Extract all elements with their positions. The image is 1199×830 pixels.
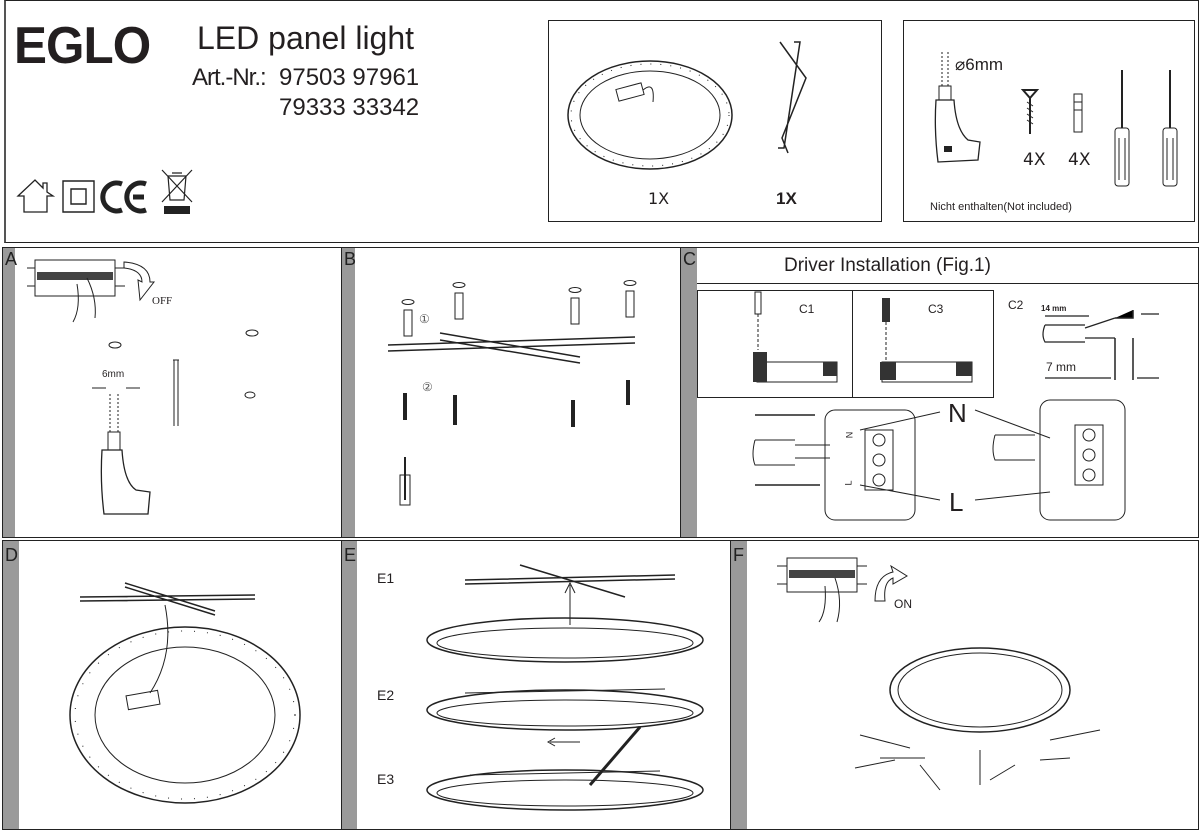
step-c-letter: C [683,249,696,269]
screws-quantity: 4X [1023,150,1046,170]
strip-7mm-label: 7 mm [1046,360,1076,374]
title-divider [697,283,1199,284]
wall-plug-icon [1070,92,1086,138]
strip-14mm-label: 14 mm [1041,304,1067,313]
live-label: L [949,487,964,517]
art-label: Art.-Nr.: [192,64,267,91]
step-d-strip [3,541,19,829]
step-f-letter: F [733,545,744,565]
step-d-letter: D [5,545,18,565]
breaker-box-icon [27,258,125,328]
drill-icon [928,52,988,170]
ceiling-holes [100,325,270,405]
e1-label: E1 [377,570,395,586]
art-numbers-2: 79333 33342 [279,94,420,121]
step-e-strip [342,541,357,829]
terminal-block-left [755,400,925,530]
step-a-letter: A [5,249,18,269]
terminal-l-mark: L [843,480,854,486]
e2-label: E2 [377,687,395,703]
mounting-bracket-illustration [770,38,810,158]
lit-panel-illustration [850,640,1110,820]
driver-c3-illustration [880,298,990,390]
ce-mark-icon [102,180,150,214]
off-label: OFF [152,295,173,307]
screw-icon [1020,88,1040,138]
c3-label: C3 [928,302,944,316]
terminal-block-right [995,395,1135,525]
package-contents-box [548,20,882,222]
step-1-marker: ① [419,312,430,326]
product-title: LED panel light [197,20,415,56]
bracket-mounting-illustration [380,275,650,515]
step-b-strip [342,248,355,537]
plugs-quantity: 4X [1068,150,1091,170]
brand-logo: EGLO [14,17,151,75]
panel-back-illustration [565,60,745,175]
driver-installation-title: Driver Installation (Fig.1) [784,255,991,276]
off-arrow-icon [120,258,160,308]
step-b-letter: B [344,249,357,269]
neutral-label: N [948,398,967,428]
flat-screwdriver-icon [1110,68,1134,190]
step-2-marker: ② [422,380,433,394]
house-icon [16,178,56,214]
drill-size: ⌀6mm [955,55,1004,74]
terminal-n-mark: N [844,431,855,439]
c1-c3-divider [852,290,853,398]
panel-connect-illustration [65,575,325,815]
c1-label: C1 [799,302,815,316]
not-included-note: Nicht enthalten(Not included) [930,201,1072,213]
wire-strip-diagram [1045,310,1159,380]
step-e-letter: E [344,545,357,565]
step-f-strip [731,541,747,829]
class-ii-icon [62,180,96,214]
step-a-strip [3,248,15,537]
phillips-screwdriver-icon [1158,68,1182,190]
nl-pointer-lines [860,400,1060,510]
c1-c3-box [697,290,994,398]
art-numbers-1: 97503 97961 [279,64,420,91]
weee-bin-icon [160,168,194,214]
on-label: ON [894,597,912,611]
tools-box [903,20,1195,222]
hole-size-label: 6mm [102,369,125,380]
cable-icon [170,358,182,432]
panel-attach-illustration [425,555,725,815]
e3-label: E3 [377,771,395,787]
panel-quantity: 1X [648,189,670,208]
c2-label: C2 [1008,298,1024,312]
drill-a-icon [92,382,162,522]
bracket-quantity: 1X [776,189,797,208]
step-c-strip [681,248,697,537]
driver-c1-illustration [753,290,850,390]
breaker-on-icon [777,556,915,626]
